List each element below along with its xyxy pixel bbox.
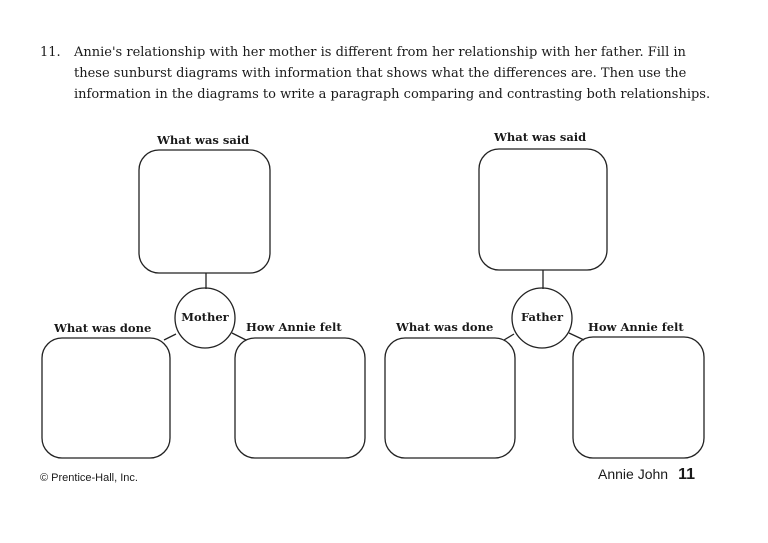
- question-number: 11.: [40, 45, 61, 60]
- father-left-label: What was done: [396, 320, 494, 334]
- mother-said-box[interactable]: [138, 149, 271, 274]
- question: 11. Annie's relationship with her mother…: [40, 42, 720, 105]
- mother-center-label: Mother: [181, 310, 229, 324]
- mother-done-box[interactable]: [41, 337, 171, 459]
- copyright: © Prentice-Hall, Inc.: [40, 472, 138, 484]
- father-connector-left: [503, 333, 515, 341]
- father-felt-box[interactable]: [572, 336, 705, 459]
- mother-connector-right: [231, 332, 247, 341]
- mother-left-label: What was done: [54, 321, 152, 335]
- mother-connector-left: [163, 333, 177, 341]
- father-done-box[interactable]: [384, 337, 516, 459]
- page-footer: Annie John 11: [598, 466, 695, 484]
- mother-right-label: How Annie felt: [246, 320, 342, 334]
- father-center-label: Father: [520, 310, 564, 324]
- father-right-label: How Annie felt: [588, 320, 684, 334]
- mother-circle: [174, 287, 236, 349]
- father-circle: [511, 287, 573, 349]
- page-number: 11: [678, 466, 695, 483]
- mother-felt-box[interactable]: [234, 337, 366, 459]
- father-top-label: What was said: [494, 130, 587, 144]
- book-title: Annie John: [598, 466, 669, 482]
- mother-top-label: What was said: [157, 133, 250, 147]
- question-text: Annie's relationship with her mother is …: [74, 45, 711, 102]
- father-connector-right: [568, 332, 585, 341]
- father-said-box[interactable]: [478, 148, 608, 271]
